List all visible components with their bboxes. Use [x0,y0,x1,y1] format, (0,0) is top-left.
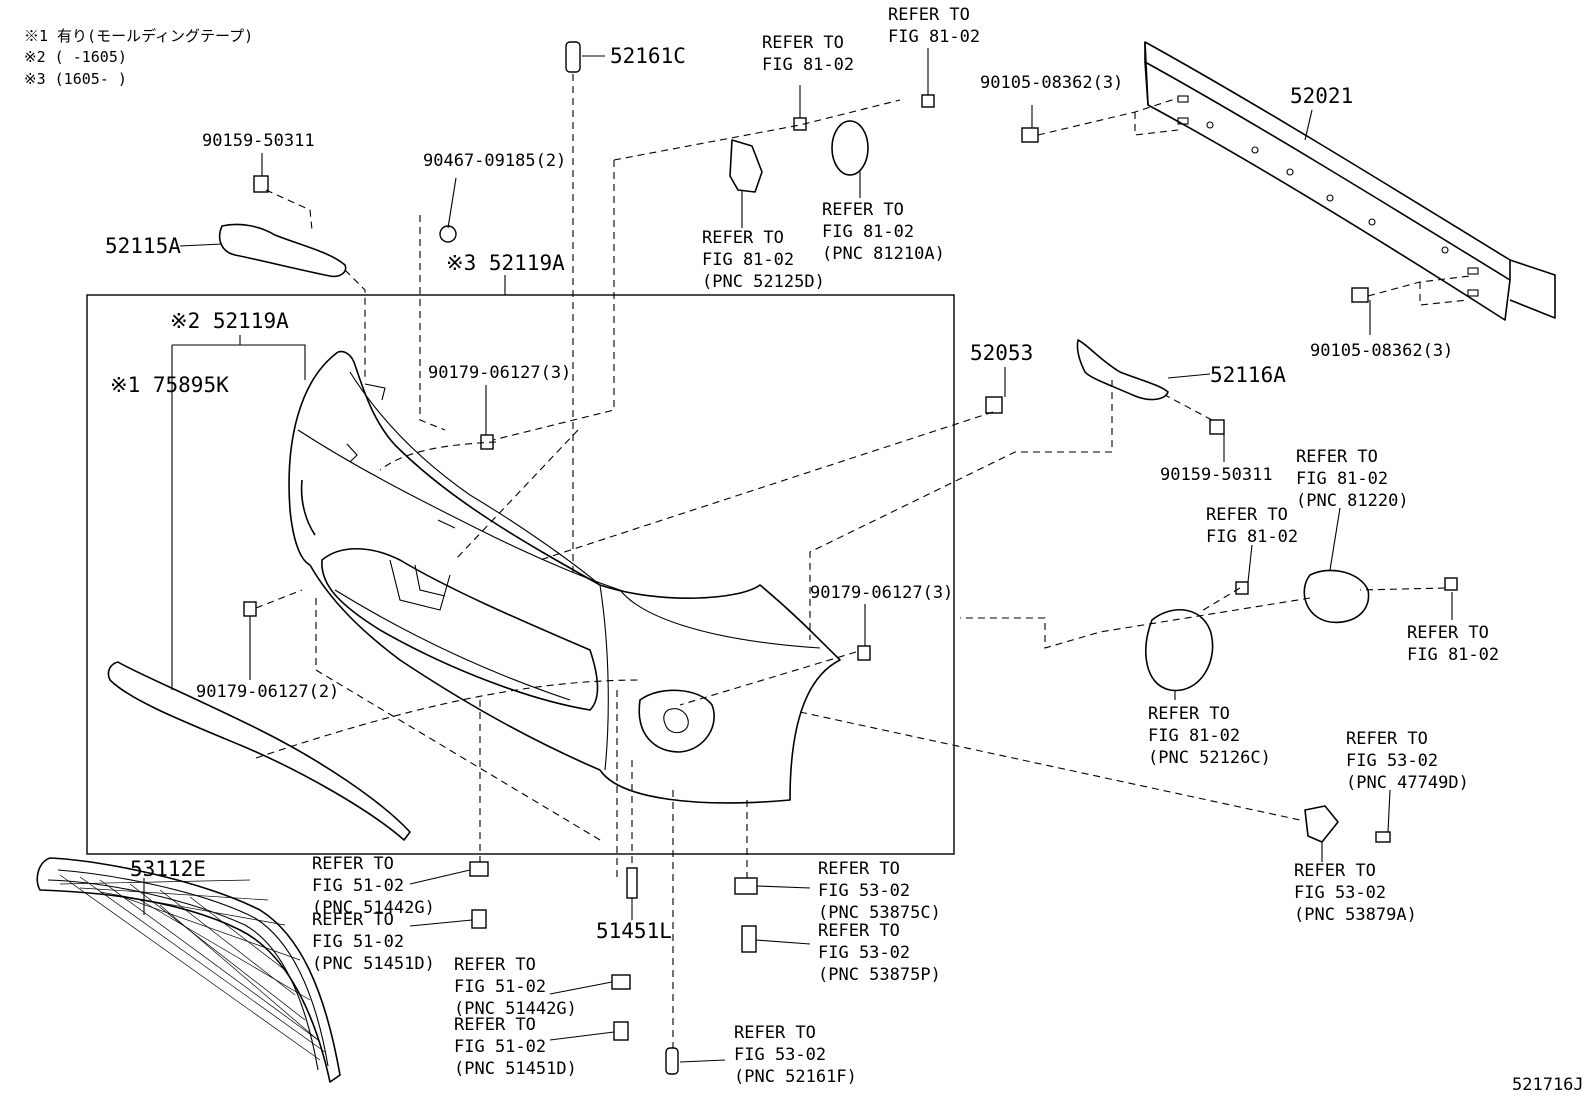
assembly-lines [255,74,1471,1048]
bolt-47749D [1375,831,1391,843]
callout-52161C: 52161C [610,44,686,68]
callout-90159-right: 90159-50311 [1160,465,1273,485]
bolt-53875P [741,925,757,953]
bolt-90159-top [253,175,269,193]
bolt-fig81-3 [1235,581,1249,595]
clip-53875C [734,877,758,895]
fasteners [243,41,1458,1075]
bumper-cover-drawing [288,350,841,804]
callout-90105-top: 90105-08362(3) [980,73,1123,93]
bumper-assembly-frame [86,294,955,855]
callout-52116A: 52116A [1210,363,1286,387]
bolt-90467 [439,225,457,243]
lower-grille-drawing [36,857,341,1083]
nut-90179-c [243,601,257,617]
footnotes: ※1 有り(モールディングテープ) ※2 ( -1605) ※3 (1605- … [24,27,253,88]
note-3: ※3 (1605- ) [24,70,127,88]
callout-52053: 52053 [970,341,1033,365]
callout-90179-b: 90179-06127(3) [810,583,953,603]
callout-52119A-note3: ※3 52119A [446,251,565,275]
note-1: ※1 有り(モールディングテープ) [24,27,253,45]
bolt-51451D-2 [613,1021,629,1041]
callout-52119A-note2: ※2 52119A [170,309,289,333]
callout-75895K: ※1 75895K [110,373,229,397]
callout-90179-c: 90179-06127(2) [196,682,339,702]
bolt-90105-bot [1351,287,1369,303]
figure-code: 521716J [1512,1075,1584,1095]
bumper-reinforcement-drawing [1144,41,1556,321]
callout-90159-top: 90159-50311 [202,131,315,151]
callout-90467: 90467-09185(2) [423,151,566,171]
fog-lamp-bracket-drawing [1145,608,1214,692]
part-callouts: 52161C 52021 90105-08362(3) 90105-08362(… [105,44,1453,943]
bolt-90159-right [1209,419,1225,435]
bolt-90105-top [1021,127,1039,143]
bolt-51451D-1 [471,909,487,929]
pad-52053 [985,396,1003,414]
bolt-fig81-2 [921,94,935,108]
retainer-left-drawing [218,223,347,278]
retainer-right-drawing [1076,339,1169,401]
callout-52115A: 52115A [105,234,181,258]
clip-51442G-1 [469,861,489,877]
bolt-fig81-4 [1444,577,1458,591]
callout-53112E: 53112E [130,857,206,881]
note-2: ※2 ( -1605) [24,48,127,66]
callout-90179-a: 90179-06127(3) [428,363,571,383]
clip-53879A-drawing [1304,805,1339,843]
callout-90105-bot: 90105-08362(3) [1310,341,1453,361]
fog-lamp-drawing [1303,569,1370,624]
clip-51442G-2 [611,974,631,990]
callout-52021: 52021 [1290,84,1353,108]
leader-lines [143,48,1453,1063]
nut-90179-b [857,645,871,661]
clip-52161C [565,41,581,73]
lamp-cover-upper-drawing [831,120,869,176]
clip-52161F [665,1047,679,1075]
screw-51451L [626,867,638,899]
lamp-bracket-upper-drawing [729,139,763,193]
molding-strip-drawing [107,661,411,841]
callout-51451L: 51451L [596,919,672,943]
